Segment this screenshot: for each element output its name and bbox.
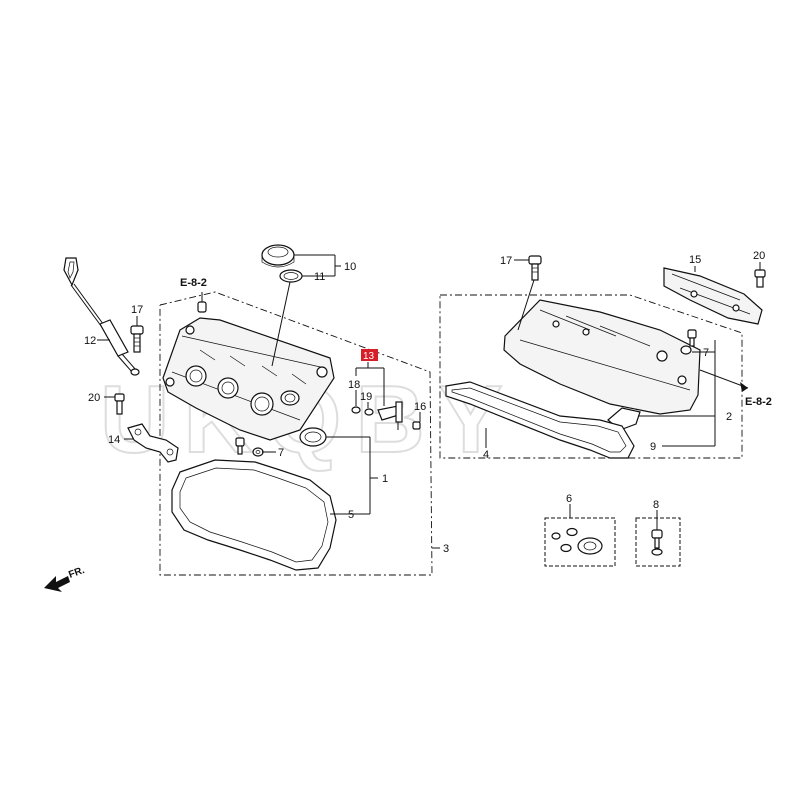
bolt-16 (412, 421, 421, 430)
pipe-bracket (127, 423, 179, 463)
callout-4: 4 (483, 449, 489, 461)
callout-18: 18 (348, 379, 360, 391)
bolt-kit (635, 517, 681, 567)
front-label: FR. (67, 565, 86, 581)
left-assembly-boundary (159, 291, 433, 576)
filler-cap-seal (279, 269, 303, 283)
callout-2: 2 (726, 411, 732, 423)
valve-cover-top-bolt (197, 301, 207, 313)
bolt-20-right (754, 269, 766, 288)
reference-label-right[interactable]: E-8-2 (745, 396, 772, 408)
callout-20-right: 20 (753, 250, 765, 262)
sensor-assembly (351, 401, 403, 430)
seal-kit (544, 517, 616, 567)
callout-10: 10 (344, 261, 356, 273)
bolt-left (130, 325, 144, 353)
front-direction-arrow: FR. (44, 565, 86, 592)
bolt-right (528, 255, 542, 281)
callout-17-left: 17 (131, 304, 143, 316)
right-assembly-boundary (439, 294, 743, 459)
callout-19: 19 (360, 391, 372, 403)
front-cover-gasket (171, 459, 337, 571)
oil-filler-cap (261, 244, 295, 268)
callout-20-left: 20 (88, 392, 100, 404)
callout-13: 13 (363, 351, 375, 362)
callout-9: 9 (650, 441, 656, 453)
callout-labels: 10 11 12 17 20 14 7 1 5 13 18 19 16 3 17… (84, 250, 765, 555)
callout-17-right: 17 (500, 255, 512, 267)
callout-8: 8 (653, 499, 659, 511)
callout-16: 16 (414, 401, 426, 413)
callout-13-highlight (361, 349, 378, 361)
bolt-grommet-right (680, 329, 697, 355)
callout-12: 12 (84, 335, 96, 347)
callout-15: 15 (689, 254, 701, 266)
reference-label-left[interactable]: E-8-2 (180, 277, 207, 289)
plug-hole-seal (299, 427, 327, 447)
callout-6: 6 (566, 493, 572, 505)
callout-7-right: 7 (703, 347, 709, 359)
callout-5: 5 (348, 509, 354, 521)
cover-plate (663, 267, 763, 325)
callout-11: 11 (314, 271, 325, 283)
rear-cover-gasket (445, 381, 635, 459)
callout-7-left: 7 (278, 447, 284, 459)
callout-3: 3 (443, 543, 449, 555)
oil-dipstick (63, 257, 140, 376)
callout-1: 1 (382, 473, 388, 485)
callout-14: 14 (108, 434, 120, 446)
front-valve-cover (162, 317, 335, 441)
rear-valve-cover (503, 299, 701, 415)
leader-lines (97, 254, 761, 549)
